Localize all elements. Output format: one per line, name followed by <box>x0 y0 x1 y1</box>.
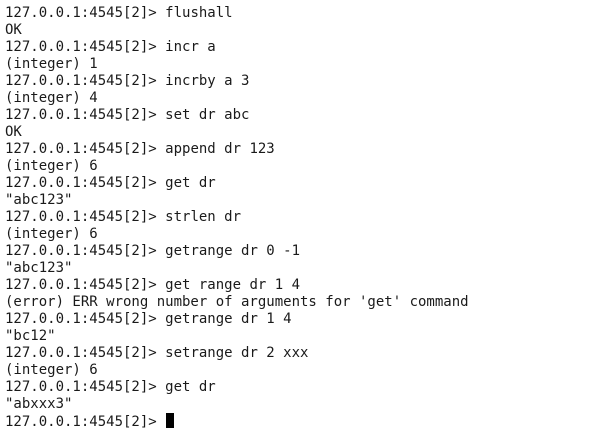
command-line: 127.0.0.1:4545[2]> get dr <box>5 379 607 396</box>
output-line: (integer) 1 <box>5 56 98 72</box>
command-text: strlen dr <box>165 209 242 225</box>
output-line: "abxxx3" <box>5 396 73 412</box>
prompt: 127.0.0.1:4545[2]> <box>5 73 166 89</box>
prompt: 127.0.0.1:4545[2]> <box>5 141 166 157</box>
prompt: 127.0.0.1:4545[2]> <box>5 414 166 430</box>
command-line: 127.0.0.1:4545[2]> flushall <box>5 5 607 22</box>
output-line: "abc123" <box>5 260 73 276</box>
command-line: 127.0.0.1:4545[2]> get range dr 1 4 <box>5 277 607 294</box>
prompt: 127.0.0.1:4545[2]> <box>5 175 166 191</box>
output-line: "abc123" <box>5 192 73 208</box>
output-line: (integer) 6 <box>5 226 98 242</box>
command-text: get dr <box>165 175 216 191</box>
command-line: 127.0.0.1:4545[2]> incr a <box>5 39 607 56</box>
command-line: 127.0.0.1:4545[2]> getrange dr 1 4 <box>5 311 607 328</box>
prompt: 127.0.0.1:4545[2]> <box>5 107 166 123</box>
command-line: 127.0.0.1:4545[2]> get dr <box>5 175 607 192</box>
output-line: OK <box>5 22 22 38</box>
prompt: 127.0.0.1:4545[2]> <box>5 345 166 361</box>
command-line: 127.0.0.1:4545[2]> setrange dr 2 xxx <box>5 345 607 362</box>
prompt: 127.0.0.1:4545[2]> <box>5 5 166 21</box>
output-line: (integer) 4 <box>5 90 98 106</box>
command-text: setrange dr 2 xxx <box>165 345 309 361</box>
command-text: incr a <box>165 39 216 55</box>
command-text: incrby a 3 <box>165 73 250 89</box>
output-line: "bc12" <box>5 328 56 344</box>
command-text: append dr 123 <box>165 141 275 157</box>
prompt: 127.0.0.1:4545[2]> <box>5 209 166 225</box>
output-line: (integer) 6 <box>5 158 98 174</box>
prompt: 127.0.0.1:4545[2]> <box>5 39 166 55</box>
command-text: get dr <box>165 379 216 395</box>
command-text: set dr abc <box>165 107 250 123</box>
command-text: get range dr 1 4 <box>165 277 301 293</box>
command-line: 127.0.0.1:4545[2]> incrby a 3 <box>5 73 607 90</box>
output-line: OK <box>5 124 22 140</box>
prompt: 127.0.0.1:4545[2]> <box>5 311 166 327</box>
command-text: flushall <box>165 5 233 21</box>
output-line: (integer) 6 <box>5 362 98 378</box>
command-line: 127.0.0.1:4545[2]> getrange dr 0 -1 <box>5 243 607 260</box>
command-line: 127.0.0.1:4545[2]> append dr 123 <box>5 141 607 158</box>
command-text: getrange dr 0 -1 <box>165 243 301 259</box>
text-cursor <box>166 413 175 428</box>
prompt: 127.0.0.1:4545[2]> <box>5 379 166 395</box>
prompt: 127.0.0.1:4545[2]> <box>5 243 166 259</box>
command-line: 127.0.0.1:4545[2]> set dr abc <box>5 107 607 124</box>
command-line: 127.0.0.1:4545[2]> strlen dr <box>5 209 607 226</box>
current-prompt-line[interactable]: 127.0.0.1:4545[2]> <box>5 413 607 430</box>
output-line: (error) ERR wrong number of arguments fo… <box>5 294 469 310</box>
prompt: 127.0.0.1:4545[2]> <box>5 277 166 293</box>
command-text: getrange dr 1 4 <box>165 311 292 327</box>
